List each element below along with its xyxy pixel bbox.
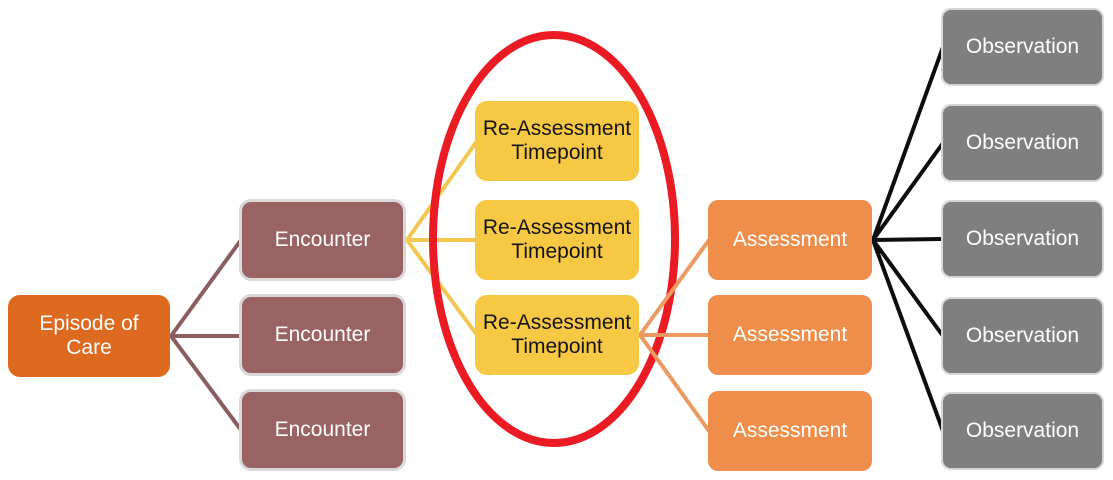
encounter-node: Encounter [239,389,406,471]
observation-node: Observation [941,297,1104,375]
observation-node: Observation [941,104,1104,182]
encounter-reassessment-connector [405,139,479,337]
encounter-node: Encounter [239,199,406,281]
episode-of-care-node: Episode of Care [8,295,170,377]
reassessment-assessment-connector [638,238,711,433]
reassessment-timepoint-node: Re-Assessment Timepoint [475,101,639,181]
encounter-node: Encounter [239,294,406,376]
observation-node: Observation [941,392,1104,470]
assessment-observation-connector [871,45,945,433]
assessment-node: Assessment [708,200,872,280]
observation-node: Observation [941,8,1104,86]
assessment-node: Assessment [708,391,872,471]
episode-encounter-connector [169,238,243,432]
reassessment-timepoint-node: Re-Assessment Timepoint [475,200,639,280]
assessment-node: Assessment [708,295,872,375]
reassessment-timepoint-node: Re-Assessment Timepoint [475,295,639,375]
observation-node: Observation [941,200,1104,278]
